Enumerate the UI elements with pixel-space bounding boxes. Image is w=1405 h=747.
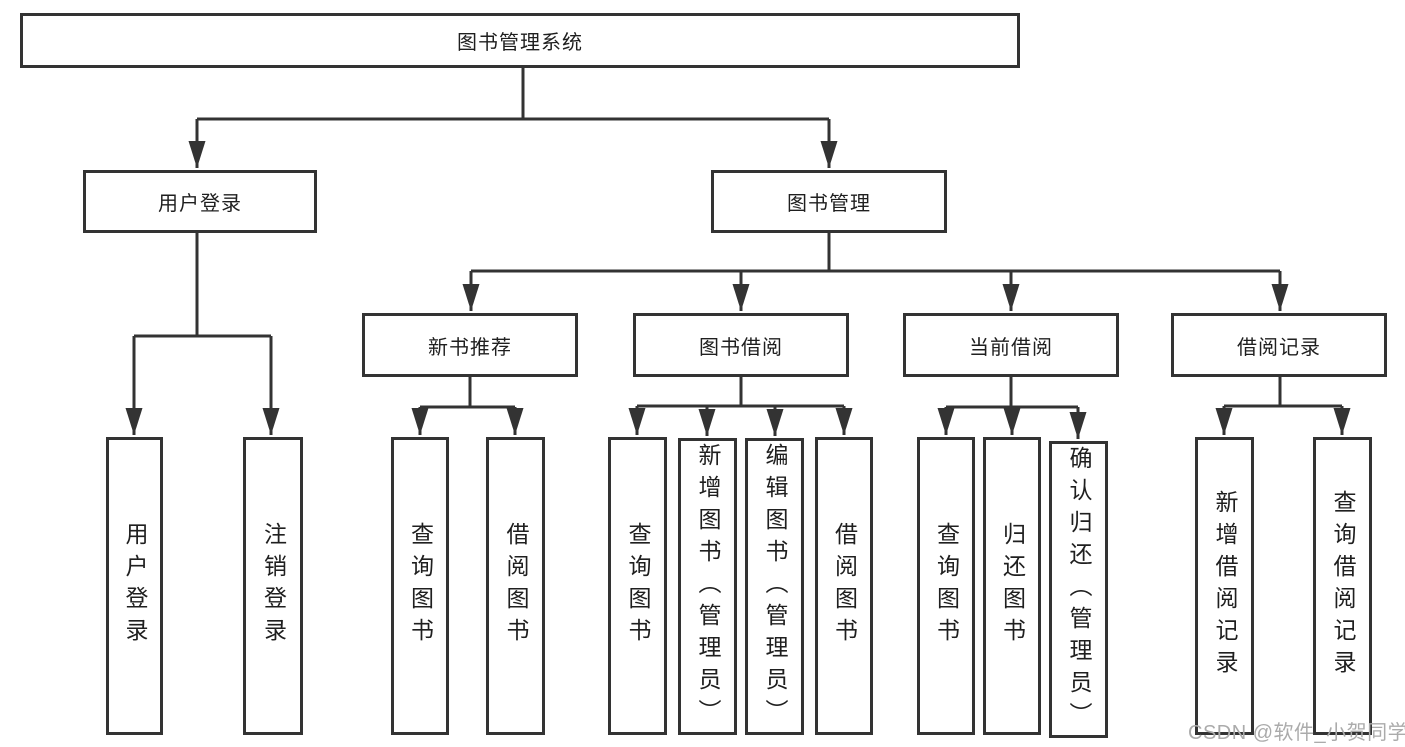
node-user-login-label: 用户登录 [158, 193, 242, 215]
leaf-query-books-current-label: 查询图书 [933, 522, 960, 650]
leaf-query-books-recommend: 查询图书 [391, 437, 449, 735]
leaf-query-books-recommend-label: 查询图书 [407, 522, 434, 650]
node-library-system-label: 图书管理系统 [457, 32, 583, 54]
leaf-borrow-books-borrowing: 借阅图书 [815, 437, 873, 735]
leaf-logout-label: 注销登录 [260, 522, 287, 650]
node-book-management: 图书管理 [711, 170, 947, 233]
node-borrowing-records: 借阅记录 [1171, 313, 1387, 377]
node-borrowing-records-label: 借阅记录 [1237, 336, 1321, 359]
watermark: CSDN @软件_小贺同学 [1188, 722, 1405, 744]
leaf-confirm-return-admin-label: 确认归还（管理员） [1066, 445, 1092, 734]
leaf-confirm-return-admin: 确认归还（管理员） [1049, 441, 1108, 738]
node-user-login: 用户登录 [83, 170, 317, 233]
leaf-edit-book-admin-label: 编辑图书（管理员） [762, 442, 788, 731]
leaf-borrow-books-recommend-label: 借阅图书 [503, 522, 529, 650]
node-library-system: 图书管理系统 [20, 13, 1020, 68]
node-new-book-recommendation-label: 新书推荐 [428, 336, 512, 359]
leaf-add-borrow-record: 新增借阅记录 [1195, 437, 1254, 735]
leaf-query-books-borrowing-label: 查询图书 [625, 522, 651, 650]
leaf-return-books: 归还图书 [983, 437, 1041, 735]
leaf-query-books-borrowing: 查询图书 [608, 437, 667, 735]
leaf-logout: 注销登录 [243, 437, 303, 735]
leaf-borrow-books-borrowing-label: 借阅图书 [831, 522, 858, 650]
leaf-query-borrow-record-label: 查询借阅记录 [1330, 490, 1356, 682]
leaf-add-book-admin: 新增图书（管理员） [678, 438, 737, 735]
leaf-user-login: 用户登录 [106, 437, 163, 735]
leaf-borrow-books-recommend: 借阅图书 [486, 437, 545, 735]
leaf-query-borrow-record: 查询借阅记录 [1313, 437, 1372, 735]
leaf-add-book-admin-label: 新增图书（管理员） [695, 442, 721, 731]
leaf-add-borrow-record-label: 新增借阅记录 [1212, 490, 1238, 682]
node-current-borrowing: 当前借阅 [903, 313, 1119, 377]
leaf-query-books-current: 查询图书 [917, 437, 975, 735]
leaf-user-login-label: 用户登录 [122, 522, 148, 650]
leaf-edit-book-admin: 编辑图书（管理员） [745, 438, 804, 735]
node-new-book-recommendation: 新书推荐 [362, 313, 578, 377]
leaf-return-books-label: 归还图书 [999, 522, 1026, 650]
node-book-borrowing-label: 图书借阅 [699, 336, 783, 359]
node-book-borrowing: 图书借阅 [633, 313, 849, 377]
node-current-borrowing-label: 当前借阅 [969, 336, 1053, 359]
node-book-management-label: 图书管理 [787, 193, 871, 215]
